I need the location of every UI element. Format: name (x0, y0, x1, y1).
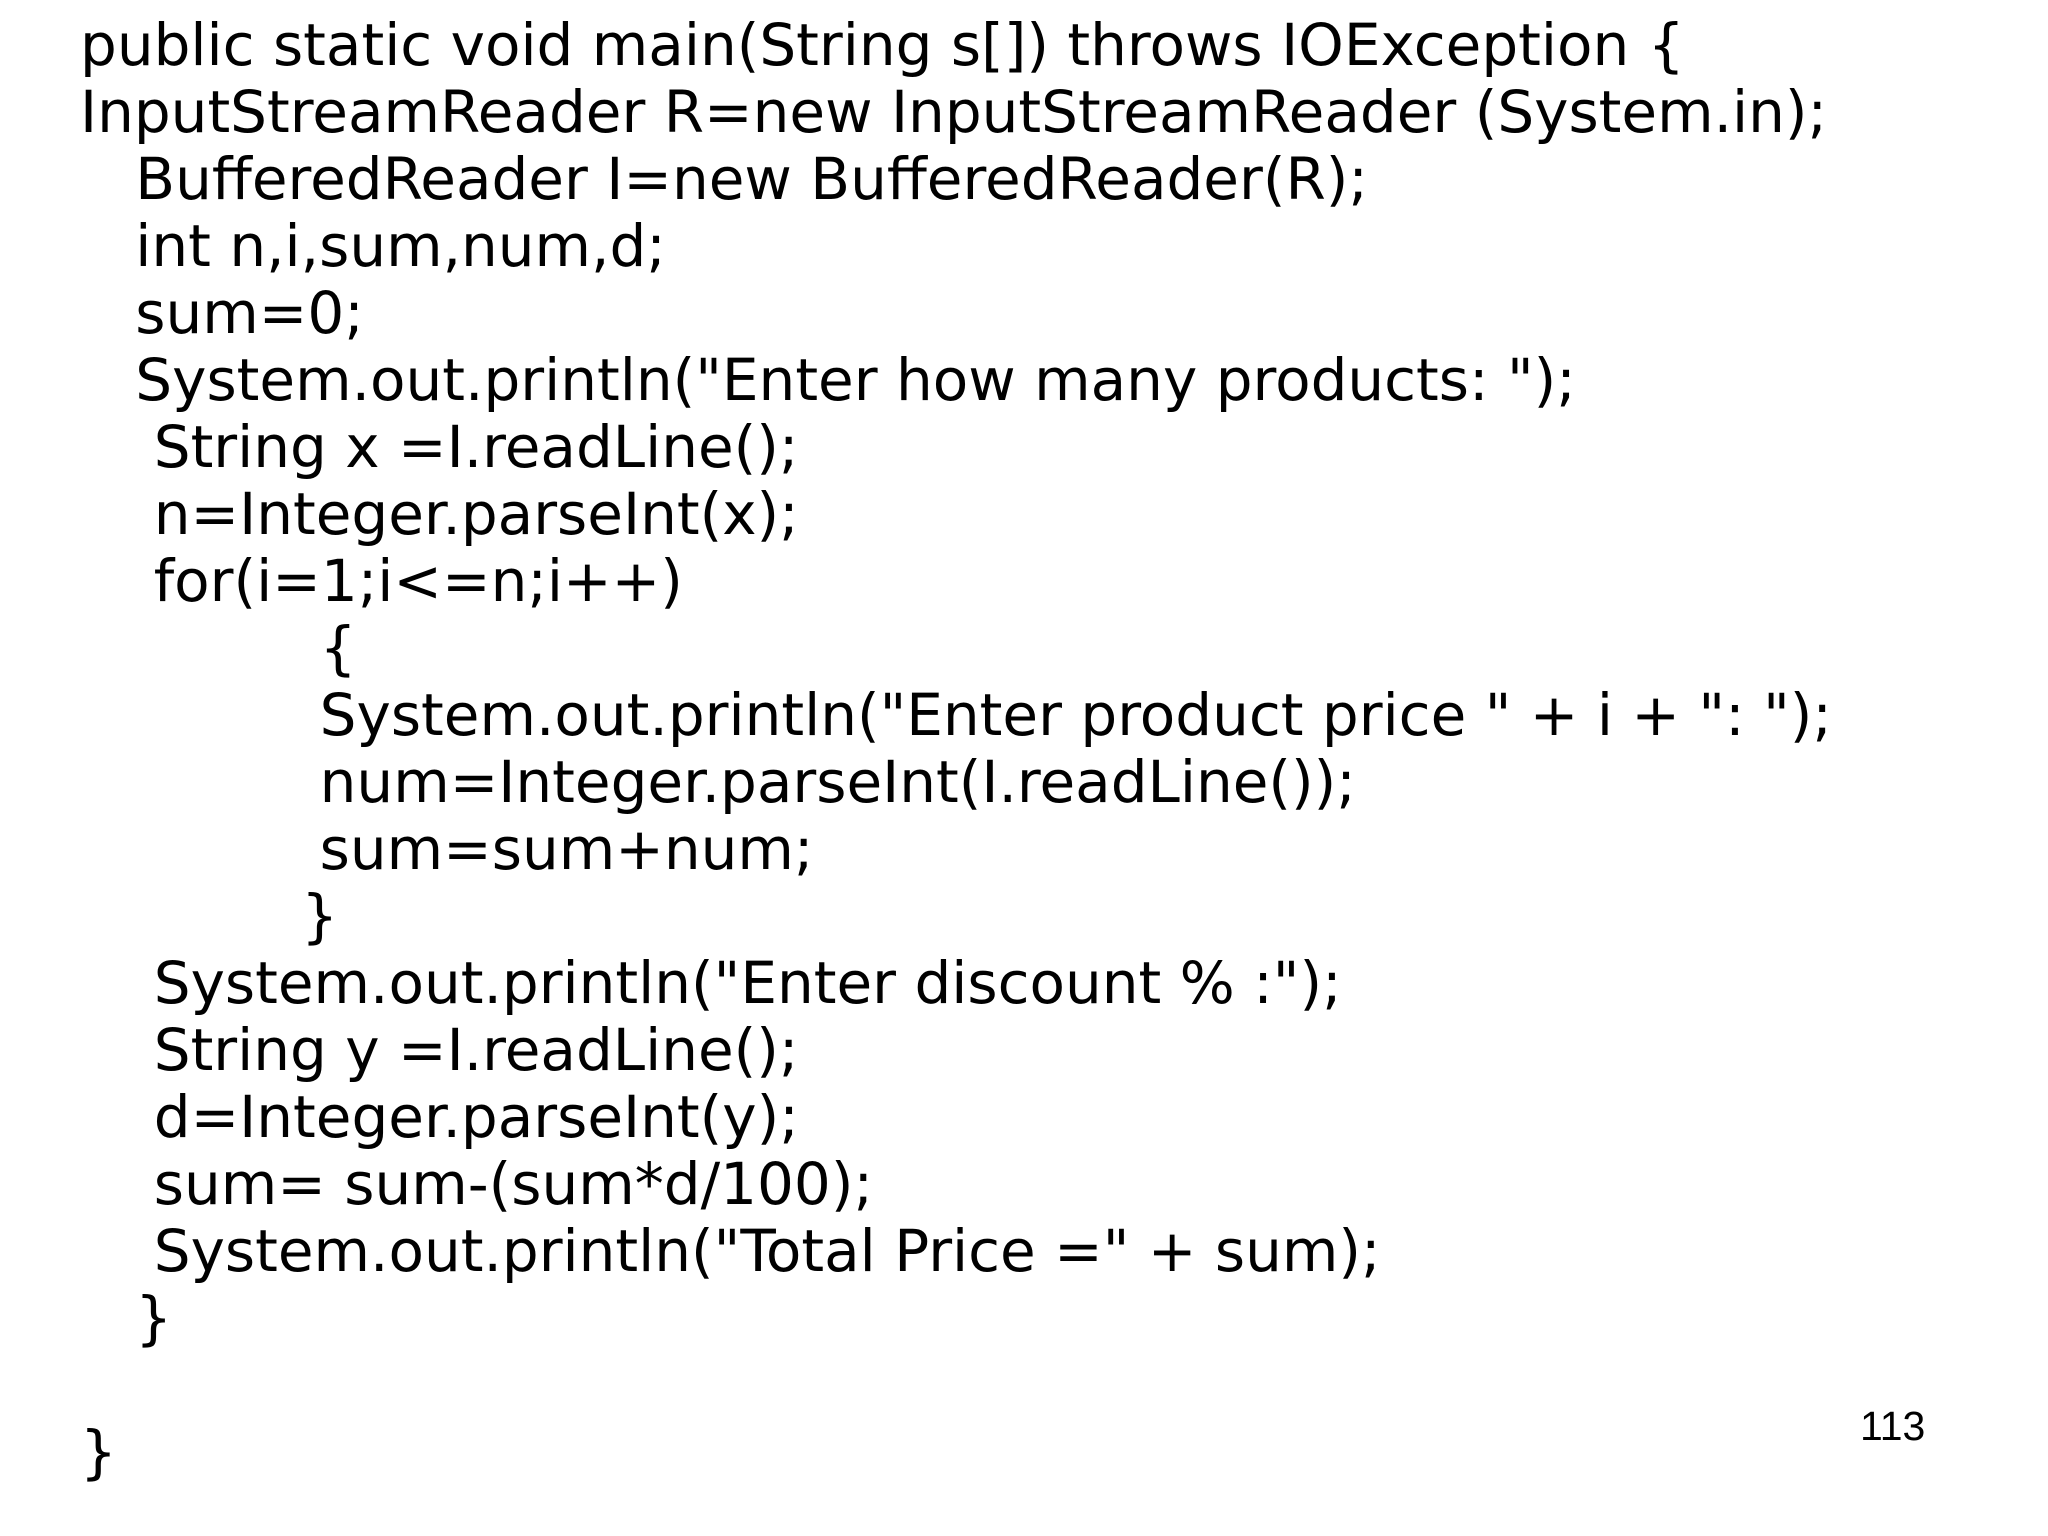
code-line: num=Integer.parseInt(I.readLine()); (80, 748, 1356, 816)
code-line: } (80, 1284, 173, 1352)
code-line: n=Integer.parseInt(x); (80, 480, 799, 548)
code-line: System.out.println("Enter discount % :")… (80, 949, 1342, 1017)
code-line: int n,i,sum,num,d; (80, 212, 666, 280)
code-line: BufferedReader I=new BufferedReader(R); (80, 145, 1368, 213)
code-line: System.out.println("Enter how many produ… (80, 346, 1576, 414)
code-line: InputStreamReader R=new InputStreamReade… (80, 78, 1828, 146)
code-line: d=Integer.parseInt(y); (80, 1083, 799, 1151)
code-block: public static void main(String s[]) thro… (80, 12, 1832, 1486)
code-line: } (80, 882, 339, 950)
page-number: 113 (1860, 1403, 1926, 1449)
code-line: String y =I.readLine(); (80, 1016, 799, 1084)
code-line: sum=0; (80, 279, 364, 347)
code-line: } (80, 1418, 117, 1486)
code-line (80, 1352, 1832, 1419)
code-line: public static void main(String s[]) thro… (80, 11, 1685, 79)
code-line: System.out.println("Enter product price … (80, 681, 1832, 749)
code-line: { (80, 614, 357, 682)
code-line: for(i=1;i<=n;i++) (80, 547, 683, 615)
code-line: System.out.println("Total Price =" + sum… (80, 1217, 1381, 1285)
code-line: sum= sum-(sum*d/100); (80, 1150, 873, 1218)
code-line: sum=sum+num; (80, 815, 814, 883)
code-line: String x =I.readLine(); (80, 413, 799, 481)
